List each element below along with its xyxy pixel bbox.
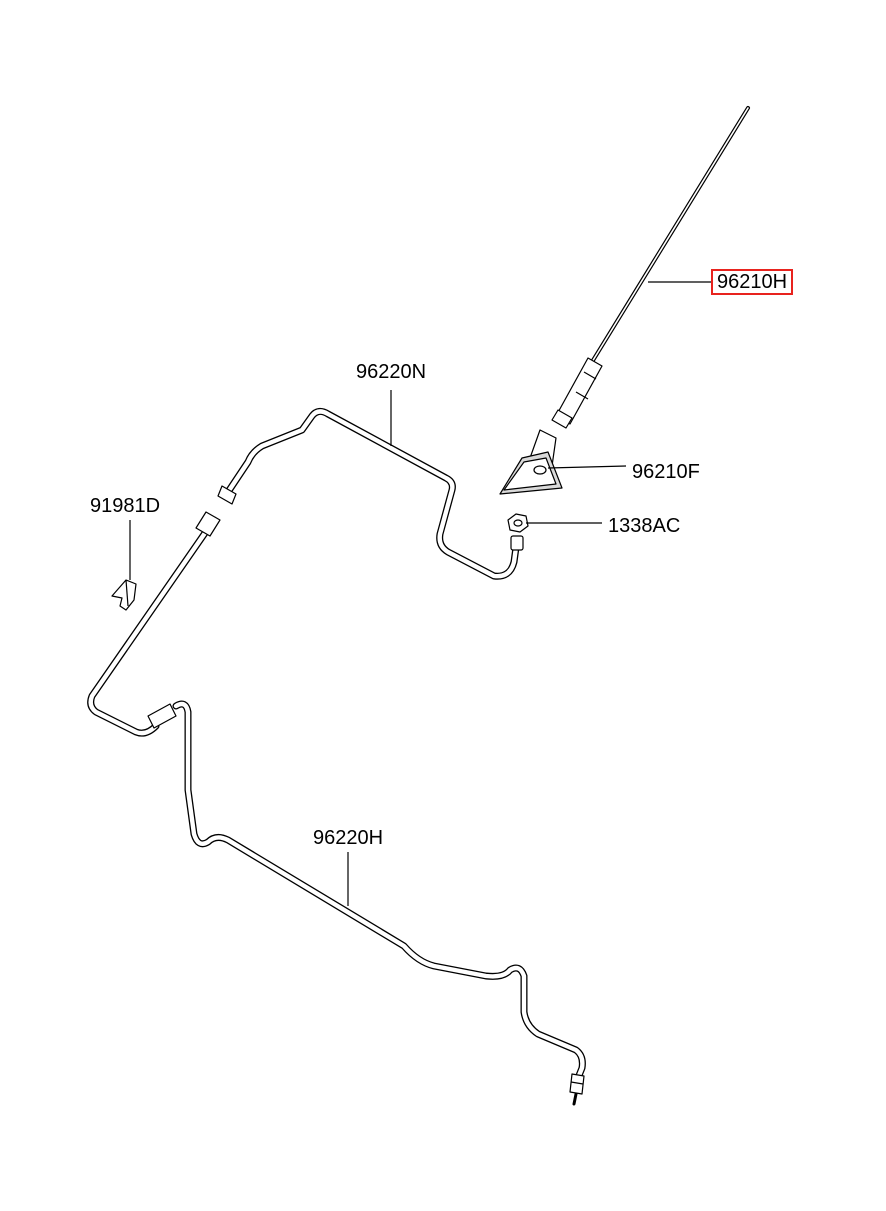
callout-1338AC[interactable]: 1338AC bbox=[608, 515, 681, 537]
lower-cable[interactable] bbox=[172, 700, 586, 1106]
callout-96210H[interactable]: 96210H bbox=[711, 269, 794, 295]
upper-cable[interactable] bbox=[217, 407, 524, 580]
antenna-mast[interactable] bbox=[551, 106, 750, 429]
callout-96210F[interactable]: 96210F bbox=[632, 461, 700, 483]
middle-cable[interactable] bbox=[87, 511, 221, 737]
antenna-base[interactable] bbox=[499, 429, 563, 495]
leader-lines bbox=[129, 281, 712, 906]
callout-91981D[interactable]: 91981D bbox=[90, 495, 161, 517]
mounting-nut[interactable] bbox=[507, 513, 529, 533]
callout-96220N[interactable]: 96220N bbox=[356, 361, 427, 383]
callout-96220H[interactable]: 96220H bbox=[313, 827, 384, 849]
cable-clip[interactable] bbox=[111, 579, 137, 611]
